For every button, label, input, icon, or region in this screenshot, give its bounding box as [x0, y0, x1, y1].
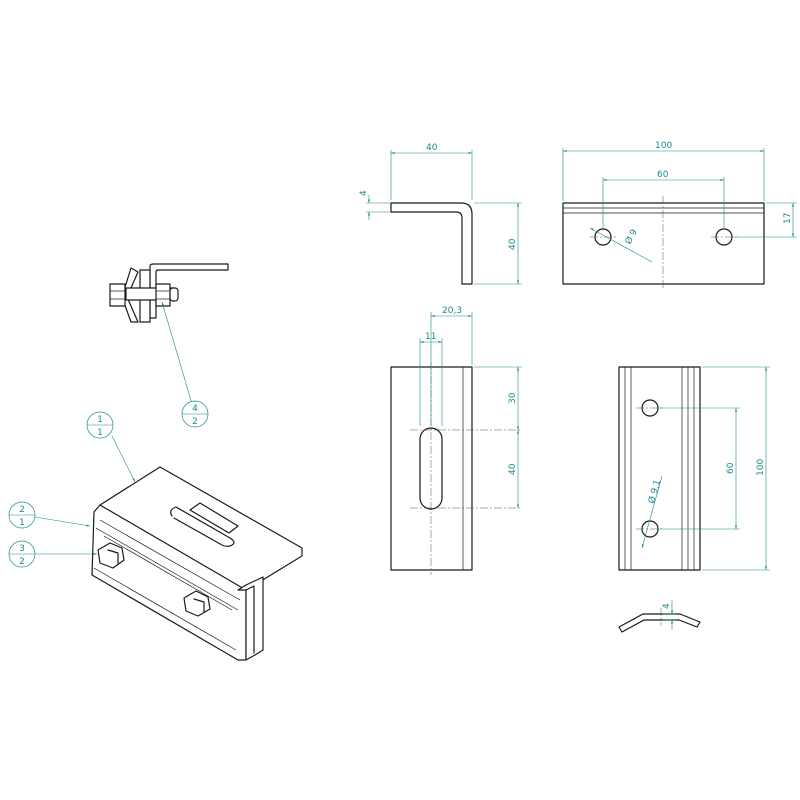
balloon-3: 3 2 — [8, 540, 97, 568]
balloon-2: 2 1 — [8, 501, 91, 529]
side-height-label: 40 — [508, 238, 518, 250]
top-view: 20,3 11 30 40 — [390, 306, 522, 575]
balloon-1-bottom: 1 — [97, 428, 103, 438]
side-width-label: 40 — [426, 143, 438, 153]
end-view: 4 — [618, 600, 701, 633]
slot — [419, 427, 443, 510]
top-slot-width-label: 11 — [425, 332, 436, 342]
top-slot-offset-label: 20,3 — [442, 306, 462, 316]
rear-view: 60 100 Ø 9,1 — [618, 366, 770, 571]
front-hole-offset-label: 17 — [783, 213, 793, 224]
balloon-1-top: 1 — [97, 415, 103, 425]
top-slot-length-label: 40 — [508, 463, 518, 475]
side-thickness-label: 4 — [359, 190, 369, 196]
isometric-view — [91, 466, 303, 661]
rear-length-label: 100 — [756, 459, 766, 476]
balloon-2-bottom: 1 — [19, 518, 25, 528]
balloon-4-bottom: 2 — [192, 417, 198, 427]
balloon-4: 4 2 — [161, 301, 209, 428]
balloon-2-top: 2 — [19, 505, 25, 515]
front-width-label: 100 — [655, 141, 672, 151]
end-thickness-label: 4 — [662, 603, 672, 609]
balloon-4-top: 4 — [192, 404, 198, 414]
front-view: 100 60 17 Ø 9 — [562, 141, 797, 290]
side-view: 40 4 40 — [359, 143, 522, 285]
balloon-3-bottom: 2 — [19, 557, 25, 567]
front-hole-dia-label: Ø 9 — [623, 227, 640, 246]
assembly-side-view — [109, 263, 229, 323]
rear-hole-spacing-label: 60 — [726, 462, 736, 474]
top-slot-top-label: 30 — [508, 392, 518, 404]
rear-hole-dia-label: Ø 9,1 — [646, 478, 663, 504]
balloon-3-top: 3 — [19, 544, 25, 554]
front-hole-spacing-label: 60 — [657, 170, 669, 180]
balloon-1: 1 1 — [86, 411, 136, 483]
